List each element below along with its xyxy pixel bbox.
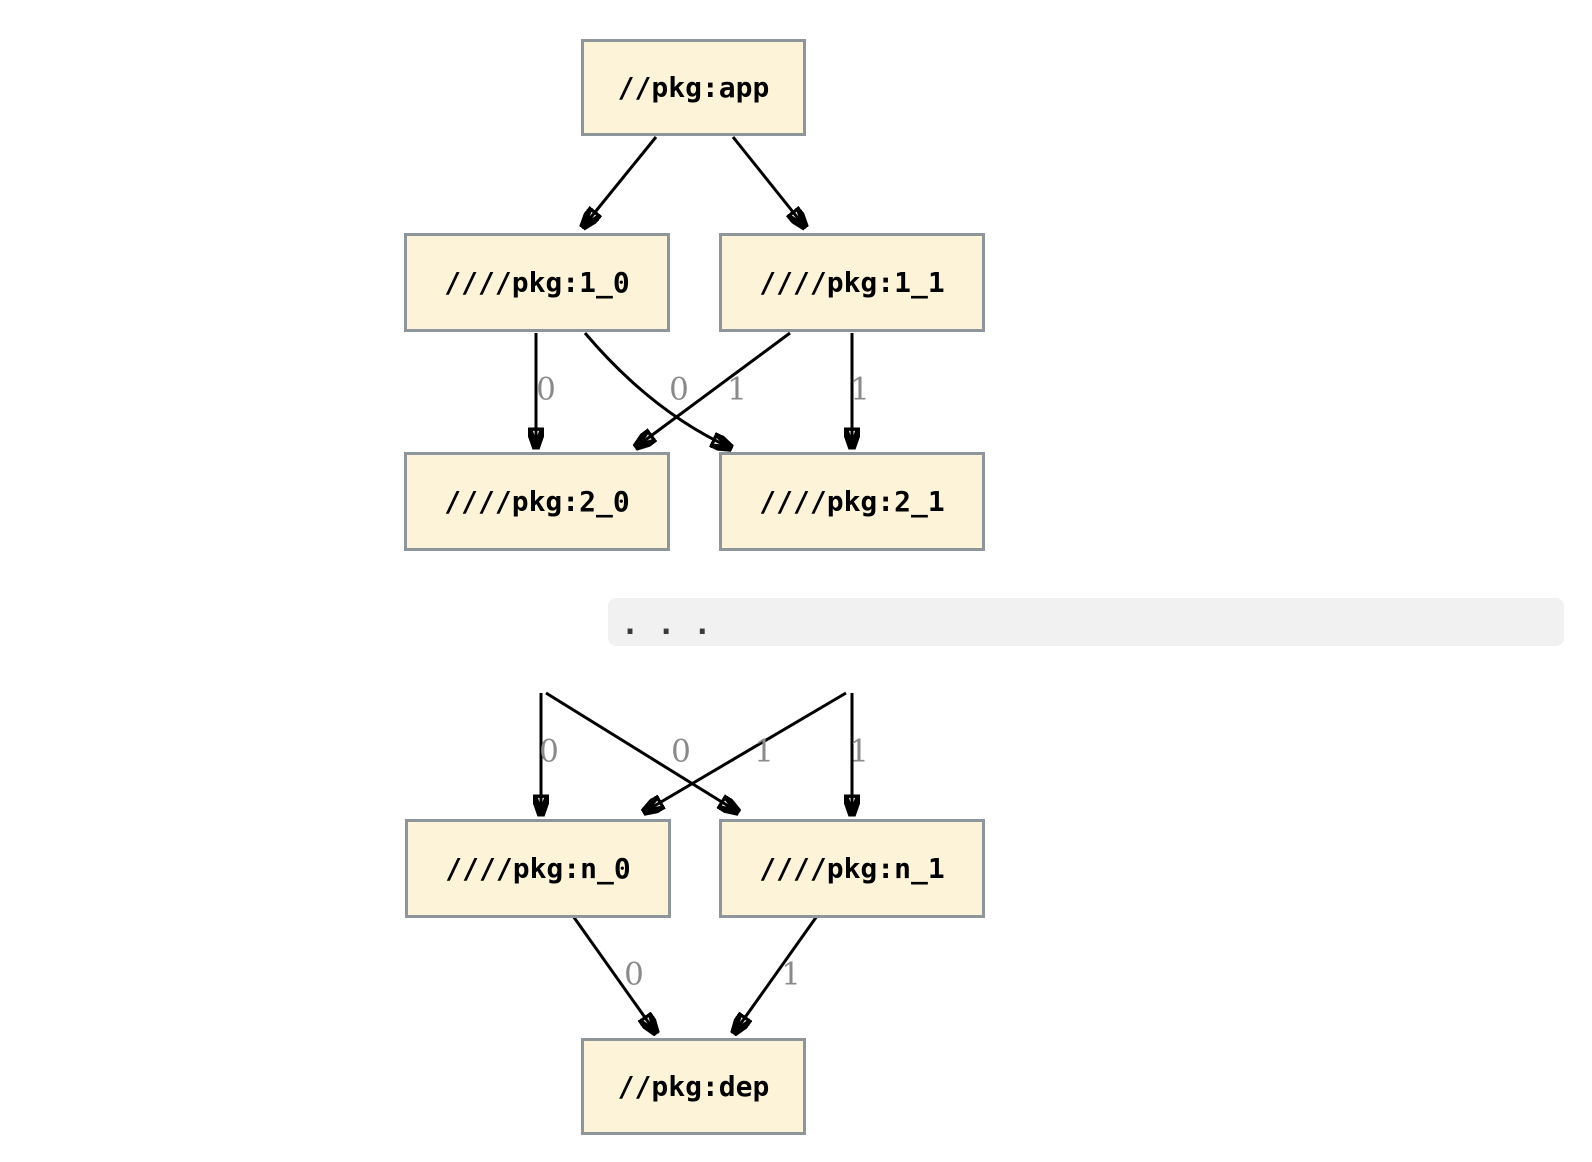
edge-n_1-to-dep xyxy=(734,915,819,1033)
edge-n_0-to-dep xyxy=(571,915,656,1033)
edge-dots-to-n_1-cross xyxy=(545,691,738,812)
edge-1_0-to-2_1 xyxy=(583,332,731,448)
node-pkg-1_0: ////pkg:1_0 xyxy=(404,233,670,332)
edge-label: 0 xyxy=(539,733,559,770)
ellipsis-dots: . . . xyxy=(621,607,712,642)
node-pkg-n_1: ////pkg:n_1 xyxy=(719,819,985,918)
edge-label: 1 xyxy=(849,733,869,770)
edge-label: 1 xyxy=(850,371,870,408)
edge-label: 0 xyxy=(536,371,556,408)
edge-app-to-1_0 xyxy=(583,136,658,227)
node-label: ////pkg:2_0 xyxy=(444,485,630,518)
node-pkg-app: //pkg:app xyxy=(581,39,806,136)
node-pkg-n_0: ////pkg:n_0 xyxy=(405,819,671,918)
node-label: ////pkg:n_0 xyxy=(445,852,631,885)
edge-app-to-1_1 xyxy=(731,136,805,227)
edge-label: 0 xyxy=(624,956,644,993)
node-label: ////pkg:1_0 xyxy=(444,266,630,299)
edge-1_1-to-2_0 xyxy=(636,331,791,447)
node-pkg-dep: //pkg:dep xyxy=(581,1038,806,1135)
edge-dots-to-n_0-cross xyxy=(644,691,847,812)
edge-label: 1 xyxy=(727,371,747,408)
node-label: //pkg:dep xyxy=(617,1070,770,1103)
node-label: //pkg:app xyxy=(617,71,770,104)
ellipsis-bar: . . . xyxy=(608,598,1564,646)
node-pkg-2_1: ////pkg:2_1 xyxy=(719,452,985,551)
edge-label: 0 xyxy=(669,371,689,408)
edge-label: 1 xyxy=(754,733,774,770)
node-label: ////pkg:1_1 xyxy=(759,266,945,299)
edge-label: 1 xyxy=(781,956,801,993)
edge-label: 0 xyxy=(671,733,691,770)
node-pkg-2_0: ////pkg:2_0 xyxy=(404,452,670,551)
node-label: ////pkg:2_1 xyxy=(759,485,945,518)
node-pkg-1_1: ////pkg:1_1 xyxy=(719,233,985,332)
node-label: ////pkg:n_1 xyxy=(759,852,945,885)
